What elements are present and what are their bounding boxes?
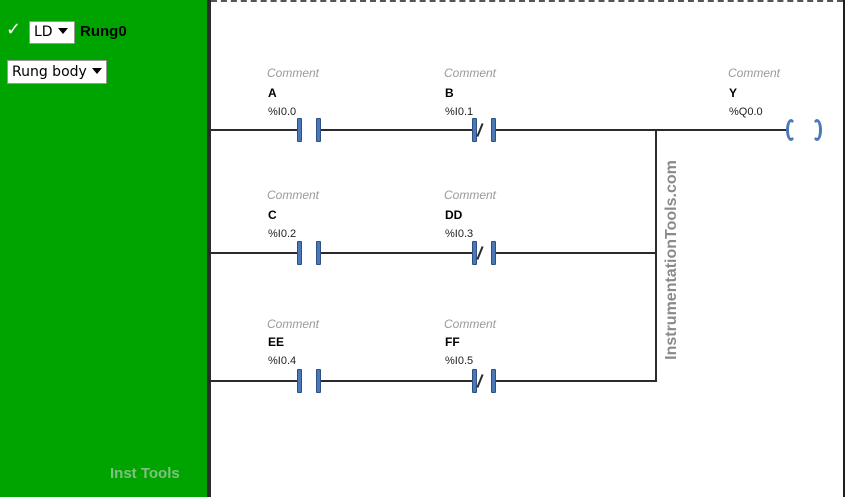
wire	[211, 252, 297, 254]
contact-symbol: EE	[268, 335, 285, 349]
contact-a-no[interactable]	[297, 118, 321, 142]
contact-address: %I0.0	[268, 106, 297, 118]
coil-comment[interactable]: Comment	[728, 66, 781, 80]
contact-symbol: FF	[445, 335, 460, 349]
contact-symbol: DD	[445, 208, 463, 222]
chevron-down-icon	[57, 28, 68, 34]
wire	[496, 129, 786, 131]
rung-section-value: Rung body	[12, 64, 87, 80]
output-coil-y[interactable]	[786, 118, 822, 142]
contact-ee-no[interactable]	[297, 369, 321, 393]
rung-valid-check-icon: ✓	[6, 19, 22, 40]
contact-comment[interactable]: Comment	[267, 317, 320, 331]
chevron-down-icon	[91, 68, 102, 74]
contact-symbol: C	[268, 208, 277, 222]
contact-address: %I0.2	[268, 228, 297, 240]
right-border	[843, 0, 845, 497]
wire	[320, 129, 472, 131]
wire	[496, 252, 656, 254]
contact-comment[interactable]: Comment	[267, 66, 320, 80]
wire	[320, 252, 472, 254]
rung-name[interactable]: Rung0	[80, 23, 127, 40]
contact-address: %I0.5	[445, 355, 474, 367]
contact-comment[interactable]: Comment	[444, 317, 497, 331]
wire	[211, 129, 297, 131]
contact-comment[interactable]: Comment	[444, 188, 497, 202]
coil-address: %Q0.0	[729, 106, 763, 118]
contact-dd-nc[interactable]	[472, 241, 496, 265]
language-dropdown[interactable]: LD	[29, 21, 75, 44]
contact-ff-nc[interactable]	[472, 369, 496, 393]
contact-symbol: A	[268, 86, 277, 100]
contact-b-nc[interactable]	[472, 118, 496, 142]
wire	[496, 380, 656, 382]
site-watermark: InstrumentationTools.com	[663, 160, 680, 360]
contact-address: %I0.4	[268, 355, 297, 367]
contact-comment[interactable]: Comment	[444, 66, 497, 80]
branch-wire	[655, 129, 657, 382]
contact-address: %I0.3	[445, 228, 474, 240]
coil-symbol: Y	[729, 86, 738, 100]
contact-comment[interactable]: Comment	[267, 188, 320, 202]
language-value: LD	[34, 24, 53, 40]
left-power-rail	[207, 0, 211, 497]
brand-watermark: Inst Tools	[110, 465, 180, 482]
rung-top-border	[211, 0, 843, 2]
rung-header-panel: ✓ LD Rung0 Rung body Inst Tools	[0, 0, 207, 497]
rung-section-dropdown[interactable]: Rung body	[7, 60, 107, 84]
contact-symbol: B	[445, 86, 454, 100]
contact-c-no[interactable]	[297, 241, 321, 265]
wire	[320, 380, 472, 382]
wire	[211, 380, 297, 382]
contact-address: %I0.1	[445, 106, 474, 118]
